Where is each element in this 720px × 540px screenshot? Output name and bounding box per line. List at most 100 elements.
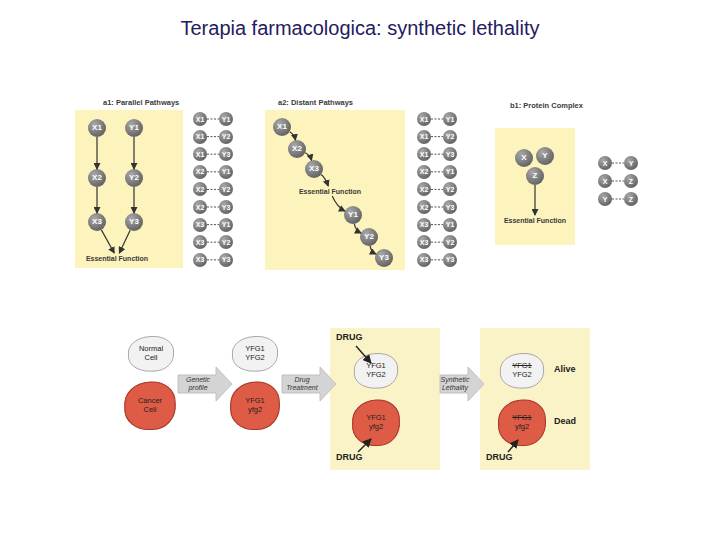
- node-text: X1: [196, 116, 205, 123]
- node-text: YFG1: [366, 362, 386, 371]
- node-text: X2: [420, 204, 429, 211]
- node-text: Y2: [446, 239, 455, 246]
- gene-node: X: [515, 149, 533, 167]
- node-text: yfg2: [369, 423, 383, 432]
- node-text: Alive: [554, 364, 576, 374]
- node-text: Y: [629, 160, 634, 167]
- cell-body: [500, 353, 543, 388]
- node-text: X1: [196, 151, 205, 158]
- node-text: X2: [196, 168, 205, 175]
- node-text: Y1: [129, 124, 139, 132]
- gene-pair-node: Y2: [219, 182, 233, 196]
- gene-pair-node: X: [598, 156, 612, 170]
- node-text: b1: Protein Complex: [510, 101, 583, 110]
- pair-link: [431, 242, 443, 243]
- node-text: Y: [603, 196, 608, 203]
- gene-node: X3: [88, 213, 106, 231]
- node-text: YFG1: [245, 345, 265, 354]
- cell-body: [499, 400, 546, 446]
- node-text: Dead: [554, 416, 576, 426]
- node-text: X2: [292, 145, 302, 153]
- gene-pair-node: Y1: [443, 112, 457, 126]
- arrow-label-box: Genetic profile: [179, 375, 217, 393]
- gene-node: X3: [305, 160, 323, 178]
- node-text: Cancer Cell: [132, 397, 168, 414]
- node-text: X1: [420, 151, 429, 158]
- gene-node: Y3: [125, 213, 143, 231]
- cancer-cell: Cancer Cell: [122, 380, 178, 432]
- pair-link: [207, 224, 219, 225]
- node-text: a1: Parallel Pathways: [103, 98, 179, 107]
- pathway-arrow: [101, 230, 114, 253]
- gene-node: X2: [88, 169, 106, 187]
- cell-body: [232, 336, 277, 371]
- node-text: X2: [420, 168, 429, 175]
- node-text: Y2: [222, 186, 231, 193]
- node-text: Y3: [129, 218, 139, 226]
- node-text: X1: [420, 133, 429, 140]
- pair-link: [207, 242, 219, 243]
- node-text: Y1: [446, 168, 455, 175]
- gene-node: Y: [536, 147, 554, 165]
- arrow-label: Synthetic Lethality: [439, 376, 471, 391]
- pathway-panel: b1: Protein ComplexXYZEssential Function: [495, 128, 575, 245]
- gene-node: X1: [88, 119, 106, 137]
- node-text: YFG2: [245, 354, 265, 363]
- node-text: X1: [196, 133, 205, 140]
- treatment-panel: DRUGDRUGYFG1YFG2YFG1yfg2: [330, 328, 440, 470]
- gene-pair-node: Y2: [443, 130, 457, 144]
- pathway-arrow: [133, 187, 134, 213]
- node-text: Essential Function: [299, 188, 361, 195]
- gene-pair-node: X1: [193, 147, 207, 161]
- gene-node: Y2: [360, 228, 378, 246]
- gene-pair-node: X2: [417, 182, 431, 196]
- node-text: YFG1: [245, 397, 265, 406]
- node-text: Z: [533, 172, 538, 180]
- normal-cell: Normal Cell: [126, 335, 176, 373]
- gene-node: Y1: [125, 119, 143, 137]
- pair-link: [207, 259, 219, 260]
- node-text: yfg2: [515, 423, 529, 432]
- cancer-cell: YFG1yfg2: [350, 398, 402, 448]
- node-text: X1: [277, 123, 287, 131]
- pair-link: [207, 189, 219, 190]
- pair-link: [612, 199, 624, 200]
- gene-pair-node: Y1: [443, 165, 457, 179]
- node-text: Essential Function: [86, 255, 148, 262]
- cancer-cell: YFG1yfg2: [496, 398, 548, 448]
- gene-pair-node: X: [598, 174, 612, 188]
- cell-body: [125, 382, 176, 429]
- gene-pair-node: Y1: [219, 165, 233, 179]
- node-text: Y2: [364, 233, 374, 241]
- pathway-arrow: [370, 246, 376, 254]
- node-text: YFG1: [512, 362, 532, 371]
- node-text: Y3: [222, 204, 231, 211]
- gene-pair-node: Y1: [219, 218, 233, 232]
- node-text: X2: [92, 174, 102, 182]
- node-text: Y: [542, 152, 547, 160]
- node-text: X2: [196, 204, 205, 211]
- cancer-cell: YFG1yfg2: [228, 380, 282, 432]
- pair-link: [207, 207, 219, 208]
- node-text: X: [603, 178, 608, 185]
- gene-pair-node: Y2: [443, 235, 457, 249]
- gene-node: Y2: [125, 169, 143, 187]
- gene-pair-node: Y1: [219, 112, 233, 126]
- gene-node: Y1: [344, 206, 362, 224]
- pair-link: [431, 207, 443, 208]
- gene-pair-node: X2: [417, 200, 431, 214]
- node-text: Y2: [222, 133, 231, 140]
- gene-pair-node: X2: [193, 165, 207, 179]
- gene-pair-node: X3: [193, 235, 207, 249]
- node-text: X3: [420, 239, 429, 246]
- pathway-arrow: [290, 132, 296, 140]
- gene-pair-node: X3: [417, 218, 431, 232]
- node-text: X3: [196, 221, 205, 228]
- gene-pair-node: Y3: [219, 147, 233, 161]
- node-text: Y3: [222, 256, 231, 263]
- pair-link: [431, 136, 443, 137]
- gene-pair-node: Y3: [219, 253, 233, 267]
- drug-arrow: [508, 440, 518, 452]
- gene-pair-node: X3: [193, 218, 207, 232]
